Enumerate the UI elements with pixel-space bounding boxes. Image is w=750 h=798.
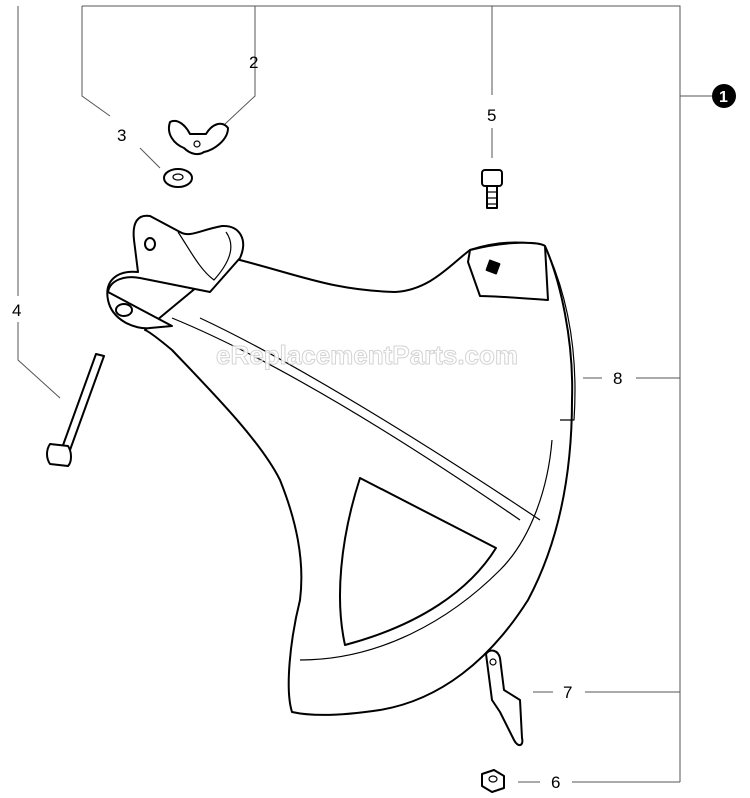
guard-rim — [467, 241, 549, 301]
guard-clip-slot — [485, 259, 501, 275]
callout-7: 7 — [563, 683, 572, 702]
washer-inner — [172, 173, 184, 181]
clamp-hole-rear — [144, 237, 156, 251]
guard-clamp — [106, 214, 245, 330]
clamp-hole-front — [115, 303, 133, 317]
assembly-callout: 1 — [712, 84, 736, 108]
screw-head — [481, 169, 503, 187]
leader-3 — [81, 6, 111, 117]
leader-2 — [224, 6, 256, 125]
wing-nut-body — [168, 120, 229, 156]
bracket-hole — [489, 658, 497, 666]
bolt-head — [46, 443, 72, 467]
nut-body — [481, 769, 505, 793]
callout-8: 8 — [613, 369, 622, 388]
wing-nut — [168, 120, 229, 156]
assembly-badge — [712, 84, 736, 108]
guard-skirt — [544, 245, 576, 421]
watermark-text: eReplacementParts.com — [216, 340, 518, 370]
callout-6: 6 — [551, 773, 560, 792]
washer — [163, 168, 193, 188]
blade-bracket — [485, 649, 524, 746]
clamp-body — [106, 214, 245, 330]
leader-3-lower — [139, 147, 161, 169]
trimmer-guard — [144, 241, 576, 716]
callout-3: 3 — [117, 126, 126, 145]
assembly-number: 1 — [719, 89, 728, 106]
leader-4-lower — [17, 322, 61, 399]
top-bracket-line — [82, 5, 681, 96]
hex-nut — [481, 769, 505, 793]
guard-rib-upper — [171, 317, 521, 521]
bolt-shank — [61, 353, 105, 451]
screw-shank — [486, 185, 498, 209]
guard-window — [339, 477, 497, 646]
callout-2: 2 — [249, 53, 258, 72]
clamp-ring — [177, 231, 232, 281]
guard-inner-edge — [299, 439, 553, 661]
bracket-body — [485, 649, 524, 746]
nut-hole — [488, 775, 498, 783]
long-bolt — [46, 353, 105, 467]
guard-rib-lower — [199, 317, 541, 521]
callout-4: 4 — [12, 301, 21, 320]
washer-outer — [163, 168, 193, 188]
callout-5: 5 — [487, 106, 496, 125]
screw — [481, 169, 503, 209]
guard-body — [144, 241, 574, 716]
wing-nut-hole — [193, 140, 201, 148]
leader-lines — [17, 5, 712, 783]
